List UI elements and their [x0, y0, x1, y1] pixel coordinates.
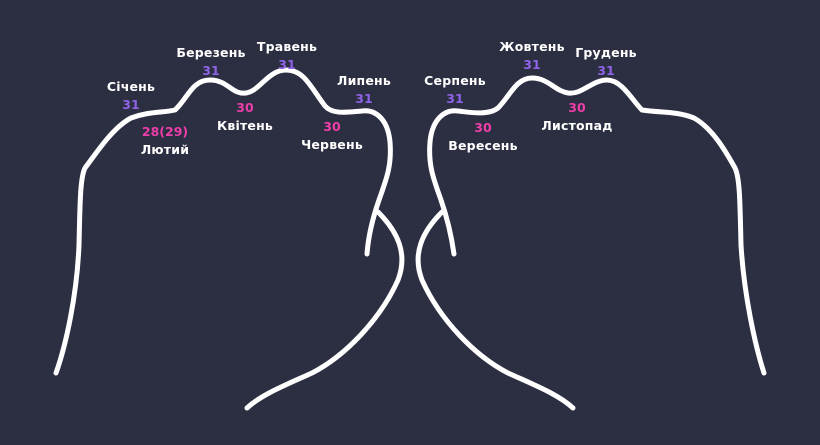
month-name: Липень: [337, 73, 391, 88]
month-days: 31: [446, 91, 464, 106]
month-days: 28(29): [141, 124, 189, 139]
right-fist-outline: [427, 75, 767, 376]
month-name: Квітень: [216, 118, 274, 133]
month-days: 31: [355, 91, 373, 106]
month-name: Січень: [106, 79, 156, 94]
month-october: Жовтень 31: [499, 38, 564, 74]
month-november: 30 Листопад: [541, 99, 612, 135]
month-name: Грудень: [575, 45, 637, 60]
month-february: 28(29) Лютий: [141, 123, 189, 159]
month-july: Липень 31: [337, 72, 391, 108]
month-march: Березень 31: [176, 44, 245, 80]
month-name: Березень: [176, 45, 246, 60]
left-fist-outline: [53, 67, 393, 376]
month-name: Травень: [256, 39, 318, 54]
month-name: Червень: [301, 137, 363, 152]
month-days: 30: [568, 100, 586, 115]
month-days: 31: [122, 97, 140, 112]
month-april: 30 Квітень: [217, 99, 273, 135]
month-name: Жовтень: [499, 39, 565, 54]
month-august: Серпень 31: [424, 72, 486, 108]
month-january: Січень 31: [107, 78, 155, 114]
month-name: Вересень: [448, 138, 518, 153]
month-june: 30 Червень: [301, 118, 363, 154]
month-december: Грудень 31: [575, 44, 637, 80]
month-days: 31: [278, 57, 296, 72]
month-september: 30 Вересень: [448, 119, 517, 155]
month-name: Листопад: [541, 118, 613, 133]
month-days: 31: [202, 63, 220, 78]
month-days: 31: [597, 63, 615, 78]
left-thumb-outline: [244, 209, 405, 411]
month-days: 31: [523, 57, 541, 72]
month-name: Серпень: [424, 73, 486, 88]
month-may: Травень 31: [257, 38, 317, 74]
month-days: 30: [323, 119, 341, 134]
month-days: 30: [236, 100, 254, 115]
month-days: 30: [474, 120, 492, 135]
right-thumb-outline: [415, 209, 576, 411]
month-name: Лютий: [140, 142, 190, 157]
